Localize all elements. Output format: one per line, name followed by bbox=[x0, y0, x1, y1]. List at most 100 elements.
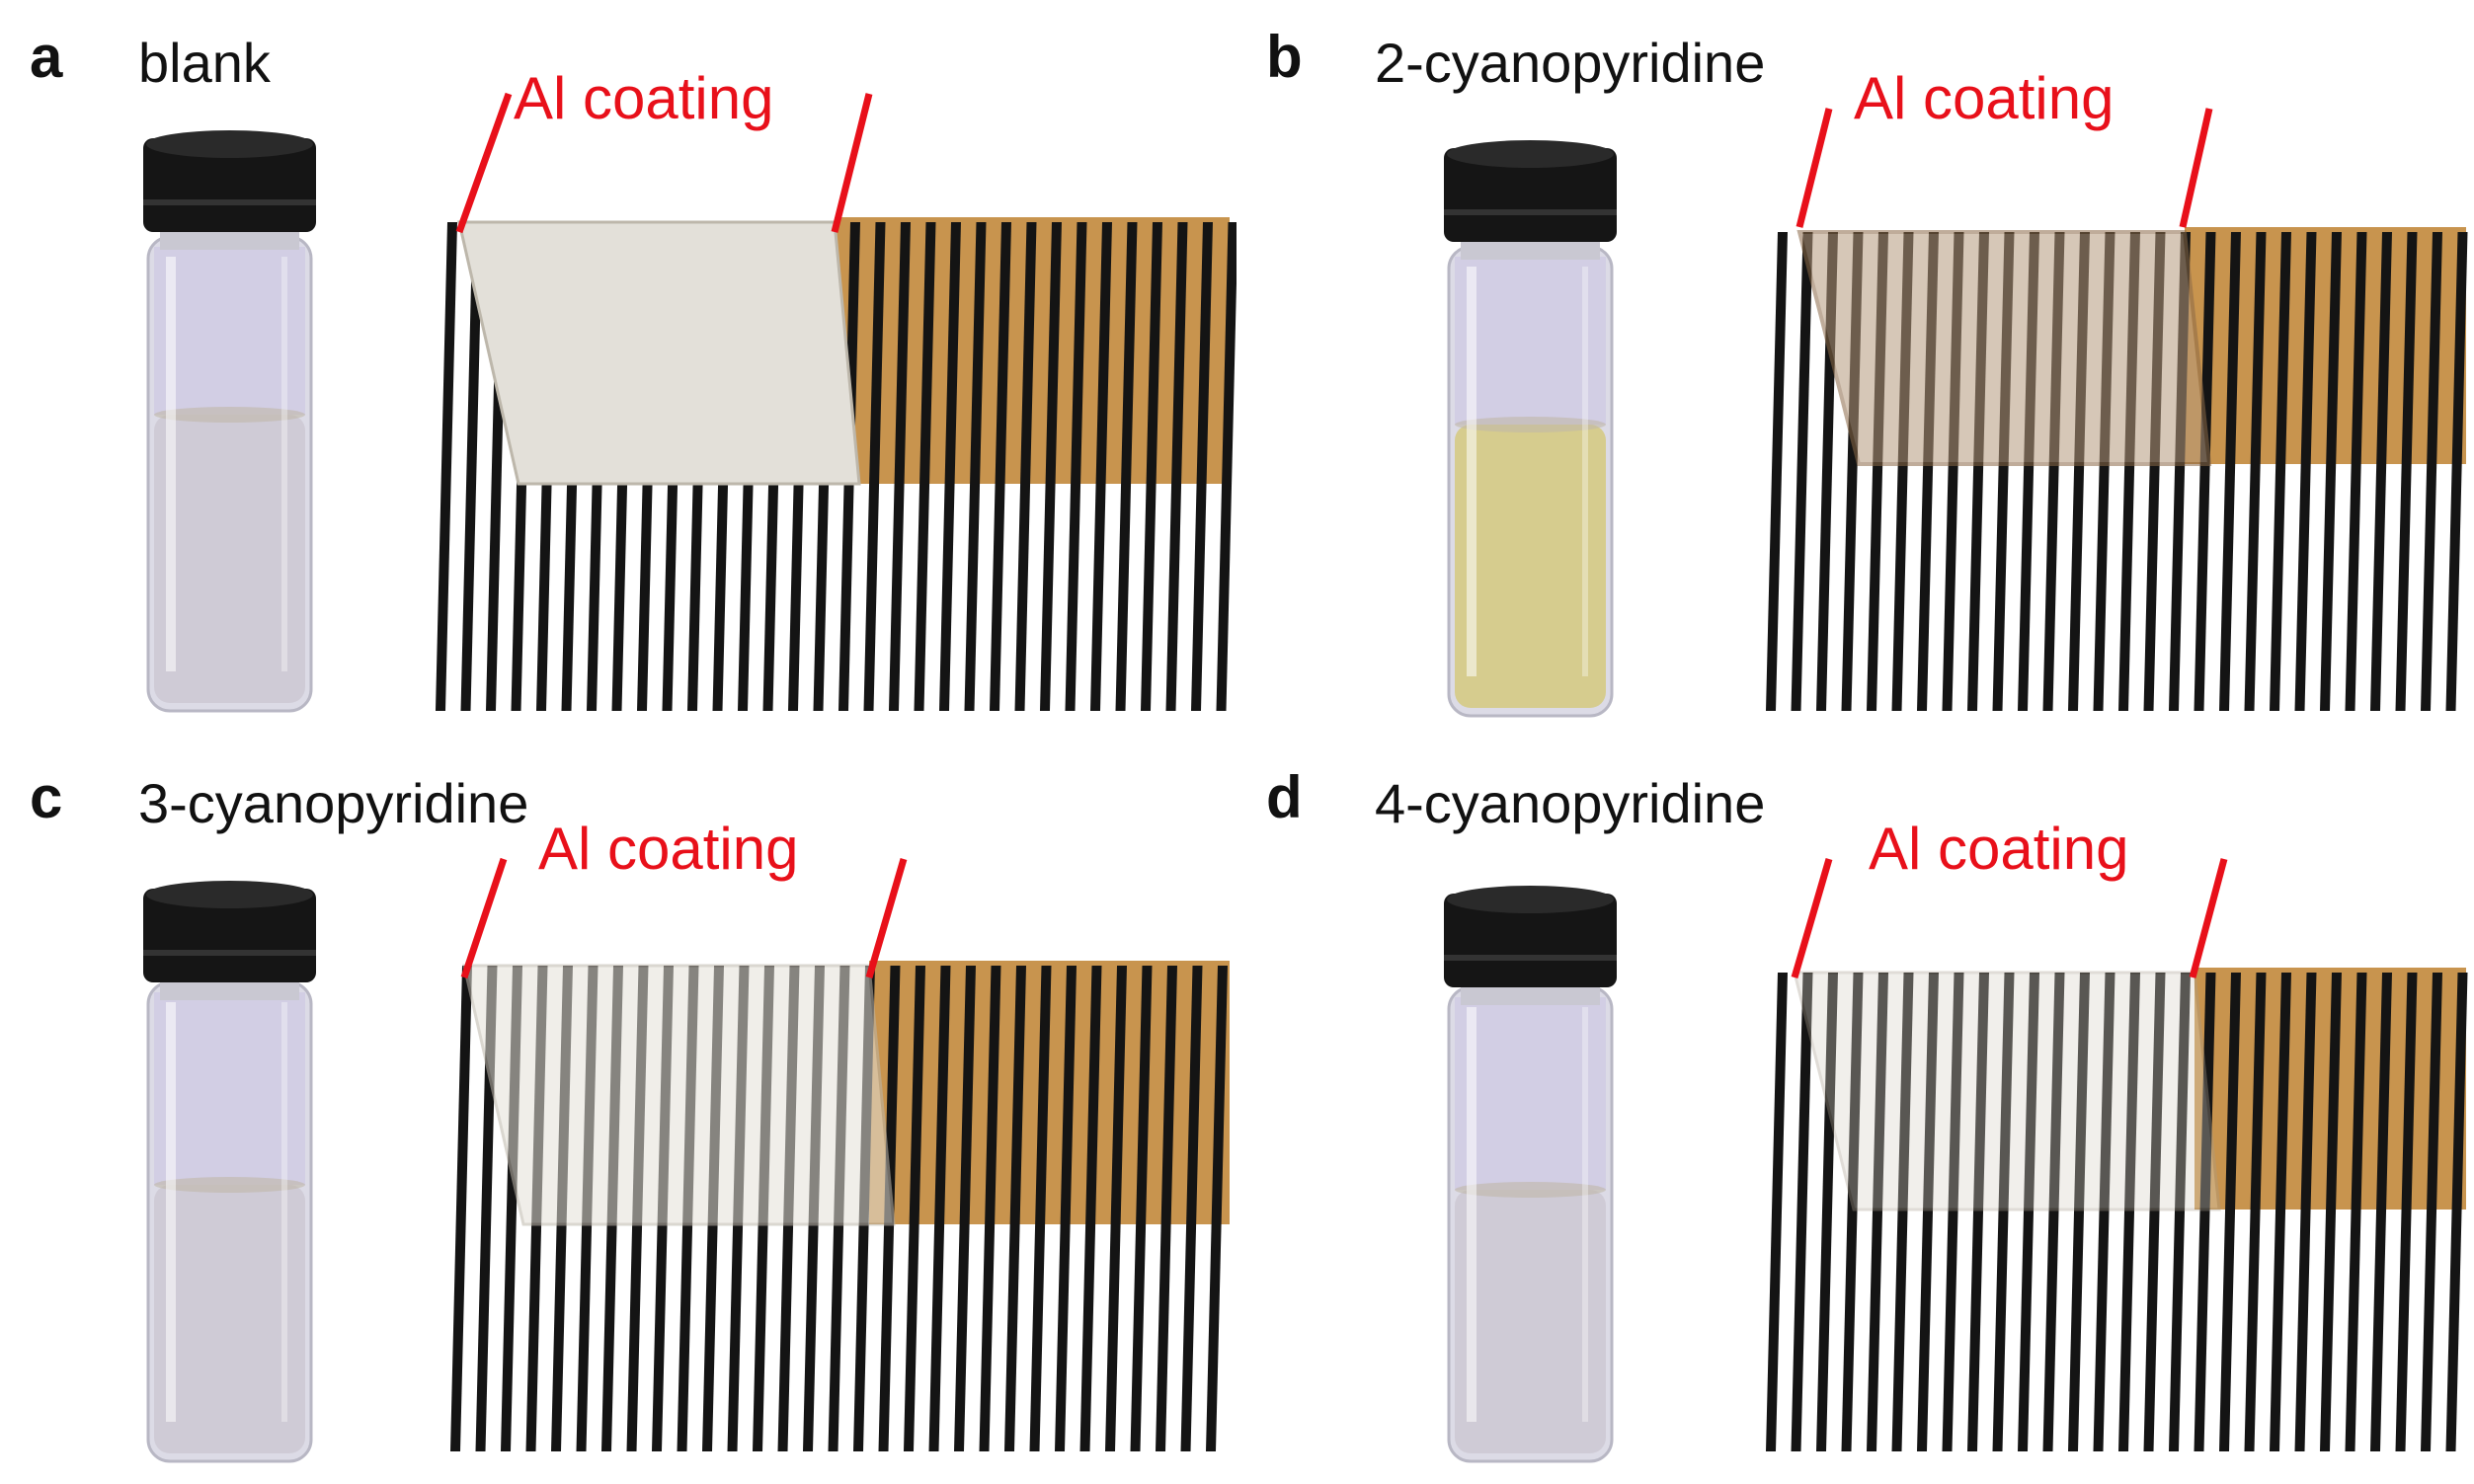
electrode-stripe bbox=[1029, 966, 1052, 1451]
electrode-stripe bbox=[2320, 232, 2342, 711]
electrode-stripe bbox=[1130, 966, 1153, 1451]
electrode-stripe bbox=[1180, 966, 1203, 1451]
electrode-stripe bbox=[1055, 966, 1077, 1451]
electrode-stripe bbox=[2244, 232, 2267, 711]
electrode-stripe bbox=[1065, 222, 1087, 711]
vial-liquid bbox=[154, 1185, 305, 1453]
electrode-stripe bbox=[1206, 966, 1228, 1451]
vial-headspace bbox=[1455, 257, 1606, 425]
panel-photo bbox=[143, 857, 1230, 1463]
electrode-stripe bbox=[450, 966, 472, 1451]
electrode-stripe bbox=[2320, 973, 2342, 1451]
electrode-stripe bbox=[460, 222, 483, 711]
electrode-stripe bbox=[979, 966, 1001, 1451]
panel-d: d 4-cyanopyridine Al coating bbox=[1237, 741, 2473, 1481]
electrode-stripe bbox=[1115, 222, 1138, 711]
electrode-stripe bbox=[904, 966, 925, 1451]
liquid-meniscus bbox=[154, 407, 305, 423]
electrode-stripe bbox=[2118, 973, 2140, 1451]
panel-photo bbox=[1444, 858, 2468, 1463]
vial-cap bbox=[143, 138, 316, 232]
panel-letter: c bbox=[30, 764, 63, 830]
panel-photo bbox=[1444, 108, 2468, 718]
vial-cap-ridge bbox=[143, 950, 316, 956]
vial-cap-ridge bbox=[1444, 955, 1617, 961]
vial-cap-top bbox=[1447, 140, 1614, 168]
vial-cap-ridge bbox=[143, 199, 316, 205]
vial bbox=[1444, 140, 1617, 718]
electrode-stripe bbox=[1841, 973, 1864, 1451]
electrode-stripe bbox=[436, 222, 457, 711]
electrode-stripe bbox=[964, 222, 987, 711]
electrode-stripe bbox=[1967, 973, 1989, 1451]
coating-boundary-mark bbox=[1791, 858, 1833, 978]
vial bbox=[1444, 886, 1617, 1463]
electrode-stripe bbox=[990, 222, 1011, 711]
vial-cap-top bbox=[146, 881, 313, 908]
electrode-stripe bbox=[1079, 966, 1102, 1451]
glass-highlight bbox=[1582, 267, 1588, 676]
vial-liquid bbox=[154, 415, 305, 703]
coating-boundary-mark bbox=[2189, 858, 2228, 978]
electrode-stripe bbox=[1216, 222, 1237, 711]
electrode-stripe bbox=[2421, 232, 2442, 711]
electrode-stripe bbox=[2194, 973, 2216, 1451]
al-coating-label: Al coating bbox=[514, 65, 774, 131]
coating-boundary-mark bbox=[455, 92, 513, 234]
electrode bbox=[450, 961, 1230, 1451]
electrode-stripe bbox=[1917, 973, 1939, 1451]
coating-boundary-mark bbox=[2179, 108, 2213, 228]
electrode-stripe bbox=[1090, 222, 1112, 711]
electrode-stripe bbox=[1942, 973, 1964, 1451]
electrode-stripe bbox=[2093, 973, 2115, 1451]
vial-cap-top bbox=[1447, 886, 1614, 913]
coating-boundary-mark bbox=[1796, 108, 1833, 228]
glass-highlight bbox=[281, 1002, 287, 1422]
electrode-stripe bbox=[1004, 966, 1026, 1451]
electrode-stripe bbox=[1867, 973, 1888, 1451]
electrode-stripe bbox=[2219, 973, 2241, 1451]
electrode-stripe bbox=[2244, 973, 2267, 1451]
vial-cap-ridge bbox=[1444, 209, 1617, 215]
glass-highlight bbox=[281, 257, 287, 671]
electrode-stripe bbox=[863, 222, 886, 711]
electrode-stripe bbox=[2270, 973, 2291, 1451]
panel-photo bbox=[143, 92, 1237, 713]
glass-highlight bbox=[166, 1002, 176, 1422]
liquid-meniscus bbox=[1455, 417, 1606, 432]
vial-cap bbox=[1444, 894, 1617, 987]
vial bbox=[143, 130, 316, 713]
al-coating bbox=[462, 964, 896, 1226]
panel-title: 4-cyanopyridine bbox=[1375, 772, 1766, 834]
electrode-stripe bbox=[1766, 232, 1788, 711]
electrode-stripe bbox=[2421, 973, 2442, 1451]
electrode bbox=[1766, 968, 2468, 1451]
electrode-stripe bbox=[2219, 232, 2241, 711]
vial-headspace bbox=[1455, 997, 1606, 1190]
electrode-stripe bbox=[1992, 973, 2015, 1451]
electrode-stripe bbox=[1141, 222, 1162, 711]
electrode-stripe bbox=[2018, 973, 2039, 1451]
coating-boundary-mark bbox=[460, 857, 508, 979]
electrode-stripe bbox=[2445, 232, 2468, 711]
al-coating bbox=[1796, 230, 2212, 466]
electrode-stripe bbox=[2345, 232, 2367, 711]
glass-highlight bbox=[166, 257, 176, 671]
electrode-stripe bbox=[2395, 232, 2418, 711]
vial-headspace bbox=[154, 992, 305, 1185]
electrode-stripe bbox=[1014, 222, 1037, 711]
electrode-stripe bbox=[2294, 973, 2317, 1451]
vial-cap bbox=[1444, 148, 1617, 242]
vial-headspace bbox=[154, 247, 305, 415]
electrode-stripe bbox=[2270, 232, 2291, 711]
electrode-stripe bbox=[914, 222, 936, 711]
panel-title: blank bbox=[138, 32, 271, 94]
electrode bbox=[436, 217, 1237, 711]
panel-title: 2-cyanopyridine bbox=[1375, 32, 1766, 94]
electrode-stripe bbox=[889, 222, 911, 711]
electrode-stripe bbox=[2194, 232, 2216, 711]
electrode-stripe bbox=[2370, 973, 2392, 1451]
electrode-stripe bbox=[1791, 973, 1813, 1451]
electrode-stripe bbox=[1040, 222, 1062, 711]
electrode-stripe bbox=[2370, 232, 2392, 711]
